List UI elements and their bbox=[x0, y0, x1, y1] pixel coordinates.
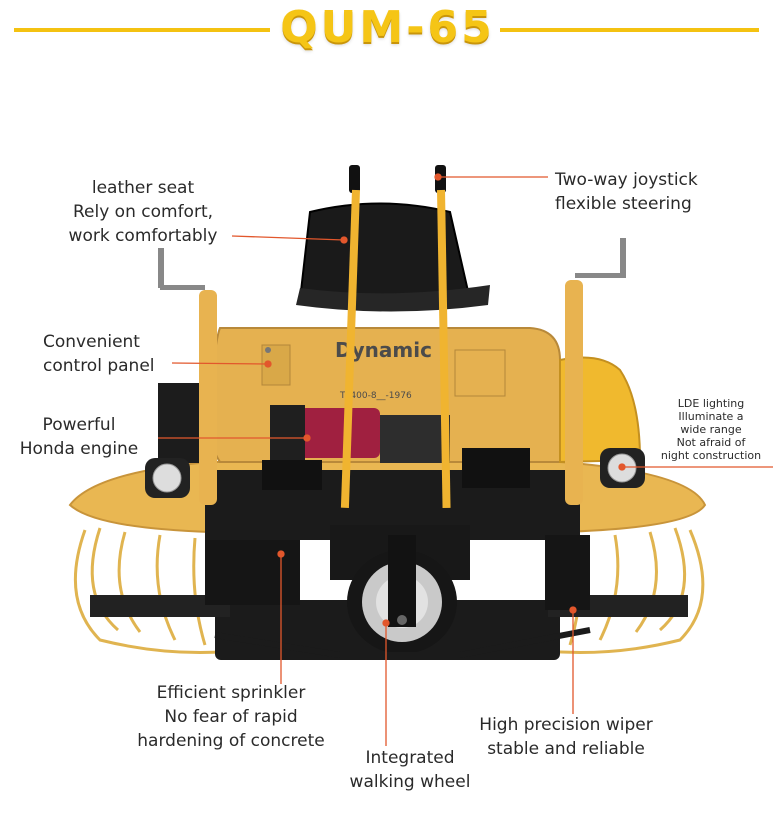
joystick-left bbox=[340, 165, 360, 508]
callout-control-panel: Convenient control panel bbox=[43, 330, 155, 378]
title-rule-right bbox=[500, 28, 759, 32]
callout-engine: Powerful Honda engine bbox=[14, 413, 144, 461]
product-title: QUM-65 bbox=[280, 2, 495, 53]
callout-line: control panel bbox=[43, 356, 155, 376]
callout-line: night construction bbox=[660, 449, 762, 462]
callout-line: Powerful bbox=[42, 415, 116, 435]
callout-leather-seat: leather seat Rely on comfort, work comfo… bbox=[58, 176, 228, 248]
callout-line: work comfortably bbox=[68, 226, 218, 246]
callout-line: flexible steering bbox=[555, 194, 692, 214]
callout-line: Honda engine bbox=[19, 439, 139, 459]
pitch-crank-left bbox=[158, 248, 217, 505]
led-light-left bbox=[145, 458, 190, 498]
callout-line: walking wheel bbox=[349, 772, 471, 792]
callout-sprinkler: Efficient sprinkler No fear of rapid har… bbox=[120, 681, 342, 753]
callout-lighting: LDE lighting Illuminate a wide range Not… bbox=[652, 397, 770, 462]
callout-leaders bbox=[158, 173, 773, 746]
page-header: QUM-65 bbox=[0, 0, 775, 60]
callout-wiper: High precision wiper stable and reliable bbox=[468, 713, 664, 761]
callout-line: Two-way joystick bbox=[555, 170, 698, 190]
callout-wheel: Integrated walking wheel bbox=[330, 746, 490, 794]
phone-text: T: 400-8__-1976 bbox=[339, 391, 412, 401]
callout-line: Not afraid of bbox=[676, 436, 746, 449]
callout-line: hardening of concrete bbox=[137, 731, 325, 751]
callout-line: stable and reliable bbox=[487, 739, 645, 759]
walking-wheel bbox=[347, 535, 457, 654]
callout-line: leather seat bbox=[91, 178, 195, 198]
callout-line: No fear of rapid bbox=[164, 707, 298, 727]
callout-line: High precision wiper bbox=[479, 715, 653, 735]
callout-line: wide range bbox=[680, 423, 742, 436]
callout-joystick: Two-way joystick flexible steering bbox=[555, 168, 698, 216]
callout-line: Efficient sprinkler bbox=[156, 683, 306, 703]
callout-line: Illuminate a bbox=[678, 410, 744, 423]
callout-line: Convenient bbox=[43, 332, 140, 352]
callout-line: Integrated bbox=[365, 748, 455, 768]
callout-line: LDE lighting bbox=[677, 397, 745, 410]
title-rule-left bbox=[14, 28, 270, 32]
honda-engine bbox=[300, 408, 380, 458]
pitch-crank-right bbox=[565, 238, 626, 505]
callout-line: Rely on comfort, bbox=[72, 202, 214, 222]
